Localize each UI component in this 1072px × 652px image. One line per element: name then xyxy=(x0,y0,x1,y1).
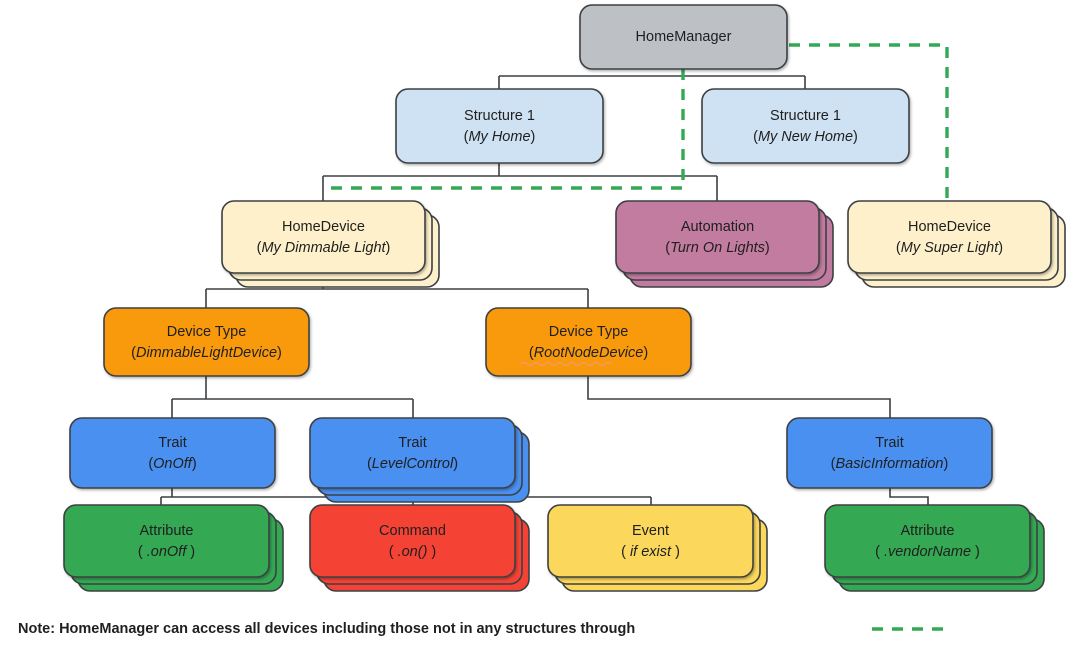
attribute-onoff-node-title: Attribute xyxy=(140,523,194,539)
command-on-node-subtitle: ( .on() ) xyxy=(389,544,437,560)
note-row: Note: HomeManager can access all devices… xyxy=(18,621,944,637)
homedevice-super-node-surface[interactable] xyxy=(847,200,1052,274)
event-ifexist-node-title: Event xyxy=(632,523,669,539)
trait-levelcontrol-node[interactable]: Trait (LevelControl) xyxy=(309,417,530,503)
attribute-vendorname-node-surface[interactable] xyxy=(824,504,1031,578)
command-on-node-surface[interactable] xyxy=(309,504,516,578)
event-ifexist-node-surface[interactable] xyxy=(547,504,754,578)
devicetype-dimmable-node-title: Device Type xyxy=(167,324,247,340)
structure-my-new-home-node[interactable]: Structure 1 (My New Home) xyxy=(701,88,910,164)
note-label: Note: HomeManager can access all devices… xyxy=(18,621,635,637)
structure-my-new-home-node-title: Structure 1 xyxy=(770,108,841,124)
link-basicinfo-to-attribute xyxy=(889,488,929,505)
link-homemanager-to-structures xyxy=(498,69,806,89)
homedevice-super-node-title: HomeDevice xyxy=(908,219,991,235)
devicetype-rootnode-node-title: Device Type xyxy=(549,324,629,340)
homedevice-dimmable-node-subtitle: (My Dimmable Light) xyxy=(257,240,391,256)
homedevice-super-node-subtitle: (My Super Light) xyxy=(896,240,1003,256)
homedevice-super-node[interactable]: HomeDevice (My Super Light) xyxy=(847,200,1066,288)
command-on-node-title: Command xyxy=(379,523,446,539)
structure-my-home-node-surface[interactable] xyxy=(395,88,604,164)
link-devicetype-dimm-to-traits xyxy=(171,376,414,418)
link-structure1-to-children xyxy=(322,163,718,201)
attribute-onoff-node-subtitle: ( .onOff ) xyxy=(138,544,195,560)
homedevice-dimmable-node[interactable]: HomeDevice (My Dimmable Light) xyxy=(221,200,440,288)
devicetype-dimmable-node-surface[interactable] xyxy=(103,307,310,377)
structure-my-new-home-node-subtitle: (My New Home) xyxy=(753,129,858,145)
trait-basicinformation-node-subtitle: (BasicInformation) xyxy=(831,456,949,472)
devicetype-rootnode-node[interactable]: Device Type (RootNodeDevice) xyxy=(485,307,692,377)
devicetype-rootnode-node-subtitle: (RootNodeDevice) xyxy=(529,345,648,361)
event-ifexist-node-subtitle: ( if exist ) xyxy=(621,544,680,560)
home-manager-node-title: HomeManager xyxy=(636,29,732,45)
attribute-onoff-node-surface[interactable] xyxy=(63,504,270,578)
trait-onoff-node[interactable]: Trait (OnOff) xyxy=(69,417,276,489)
trait-basicinformation-node-surface[interactable] xyxy=(786,417,993,489)
automation-node-surface[interactable] xyxy=(615,200,820,274)
attribute-onoff-node[interactable]: Attribute ( .onOff ) xyxy=(63,504,284,592)
trait-basicinformation-node-title: Trait xyxy=(875,435,903,451)
structure-my-home-node-title: Structure 1 xyxy=(464,108,535,124)
trait-basicinformation-node[interactable]: Trait (BasicInformation) xyxy=(786,417,993,489)
trait-onoff-node-subtitle: (OnOff) xyxy=(148,456,196,472)
trait-levelcontrol-node-title: Trait xyxy=(398,435,426,451)
automation-node-subtitle: (Turn On Lights) xyxy=(665,240,770,256)
command-on-node[interactable]: Command ( .on() ) xyxy=(309,504,530,592)
spellcheck-squiggle-icon xyxy=(520,361,612,367)
trait-onoff-node-surface[interactable] xyxy=(69,417,276,489)
automation-node-title: Automation xyxy=(681,219,754,235)
event-ifexist-node[interactable]: Event ( if exist ) xyxy=(547,504,768,592)
trait-levelcontrol-node-subtitle: (LevelControl) xyxy=(367,456,458,472)
attribute-vendorname-node[interactable]: Attribute ( .vendorName ) xyxy=(824,504,1045,592)
devicetype-dimmable-node[interactable]: Device Type (DimmableLightDevice) xyxy=(103,307,310,377)
trait-levelcontrol-node-surface[interactable] xyxy=(309,417,516,489)
structure-my-new-home-node-surface[interactable] xyxy=(701,88,910,164)
structure-my-home-node[interactable]: Structure 1 (My Home) xyxy=(395,88,604,164)
automation-node[interactable]: Automation (Turn On Lights) xyxy=(615,200,834,288)
attribute-vendorname-node-title: Attribute xyxy=(901,523,955,539)
dashed-homemanager-to-superlight xyxy=(789,43,949,201)
devicetype-dimmable-node-subtitle: (DimmableLightDevice) xyxy=(131,345,282,361)
home-manager-node-surface[interactable] xyxy=(579,4,788,70)
attribute-vendorname-node-subtitle: ( .vendorName ) xyxy=(875,544,980,560)
home-manager-node[interactable]: HomeManager xyxy=(579,4,788,70)
homedevice-dimmable-node-title: HomeDevice xyxy=(282,219,365,235)
homedevice-dimmable-node-surface[interactable] xyxy=(221,200,426,274)
dashed-links-layer xyxy=(323,43,949,201)
link-devicetype-root-to-basic xyxy=(587,376,891,418)
trait-onoff-node-title: Trait xyxy=(158,435,186,451)
devicetype-rootnode-node-surface[interactable] xyxy=(485,307,692,377)
structure-my-home-node-subtitle: (My Home) xyxy=(464,129,536,145)
